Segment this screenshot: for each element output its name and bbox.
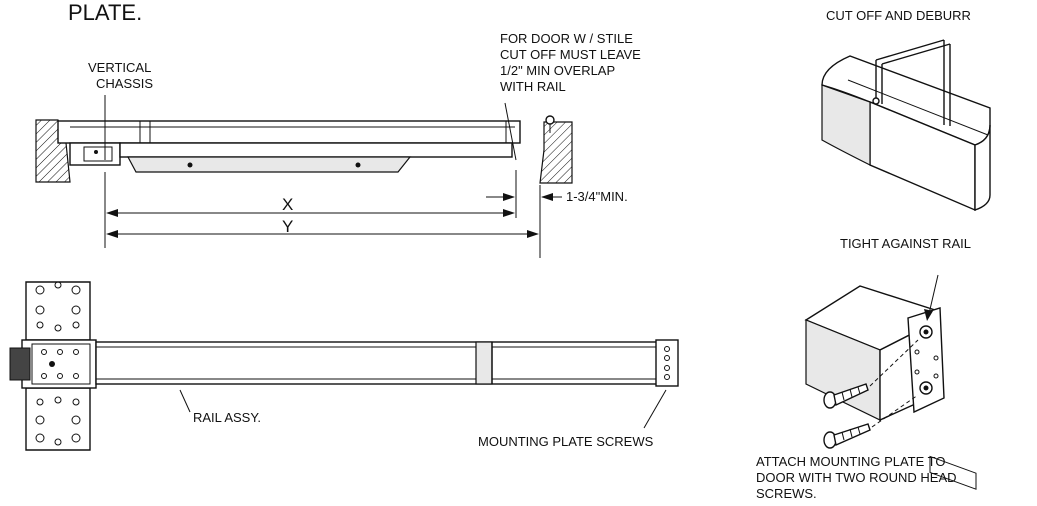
dimension-y-label: Y [282,217,293,236]
rail-top-body [57,120,521,144]
rail-assembly-view [9,281,679,451]
heading-text: PLATE. [68,0,142,25]
rail-body [95,341,677,385]
round-head-screw-lower [823,423,871,449]
door-stile-note-2: CUT OFF MUST LEAVE [500,47,641,62]
attach-note-3: SCREWS. [756,486,817,501]
min-dimension-label: 1-3/4"MIN. [566,189,628,204]
cut-off-label: CUT OFF AND DEBURR [826,8,971,23]
mounting-detail-drawing [804,274,945,449]
top-hinge-plate [25,281,91,341]
tight-against-rail-label: TIGHT AGAINST RAIL [840,236,971,251]
latch-bolt [9,347,31,381]
vertical-chassis-label-2: CHASSIS [96,76,153,91]
push-pad [127,156,412,173]
dimension-lines [104,170,562,258]
vertical-chassis-label: VERTICAL [88,60,151,75]
round-head-screw-upper [823,383,869,409]
mounting-screws-label: MOUNTING PLATE SCREWS [478,434,654,449]
dimension-x-label: X [282,195,293,214]
cut-off-detail-drawing [821,39,991,490]
mounting-plate-end [655,339,679,387]
rail-assy-label: RAIL ASSY. [193,410,261,425]
door-stile-note-1: FOR DOOR W / STILE [500,31,633,46]
top-view-assembly [35,95,573,184]
attach-note-1: ATTACH MOUNTING PLATE TO [756,454,945,469]
end-mounting-plate [907,307,945,414]
door-stile-note-4: WITH RAIL [500,79,566,94]
right-wall-hatch [539,121,573,184]
door-stile-note-3: 1/2" MIN OVERLAP [500,63,615,78]
attach-note-2: DOOR WITH TWO ROUND HEAD [756,470,957,485]
